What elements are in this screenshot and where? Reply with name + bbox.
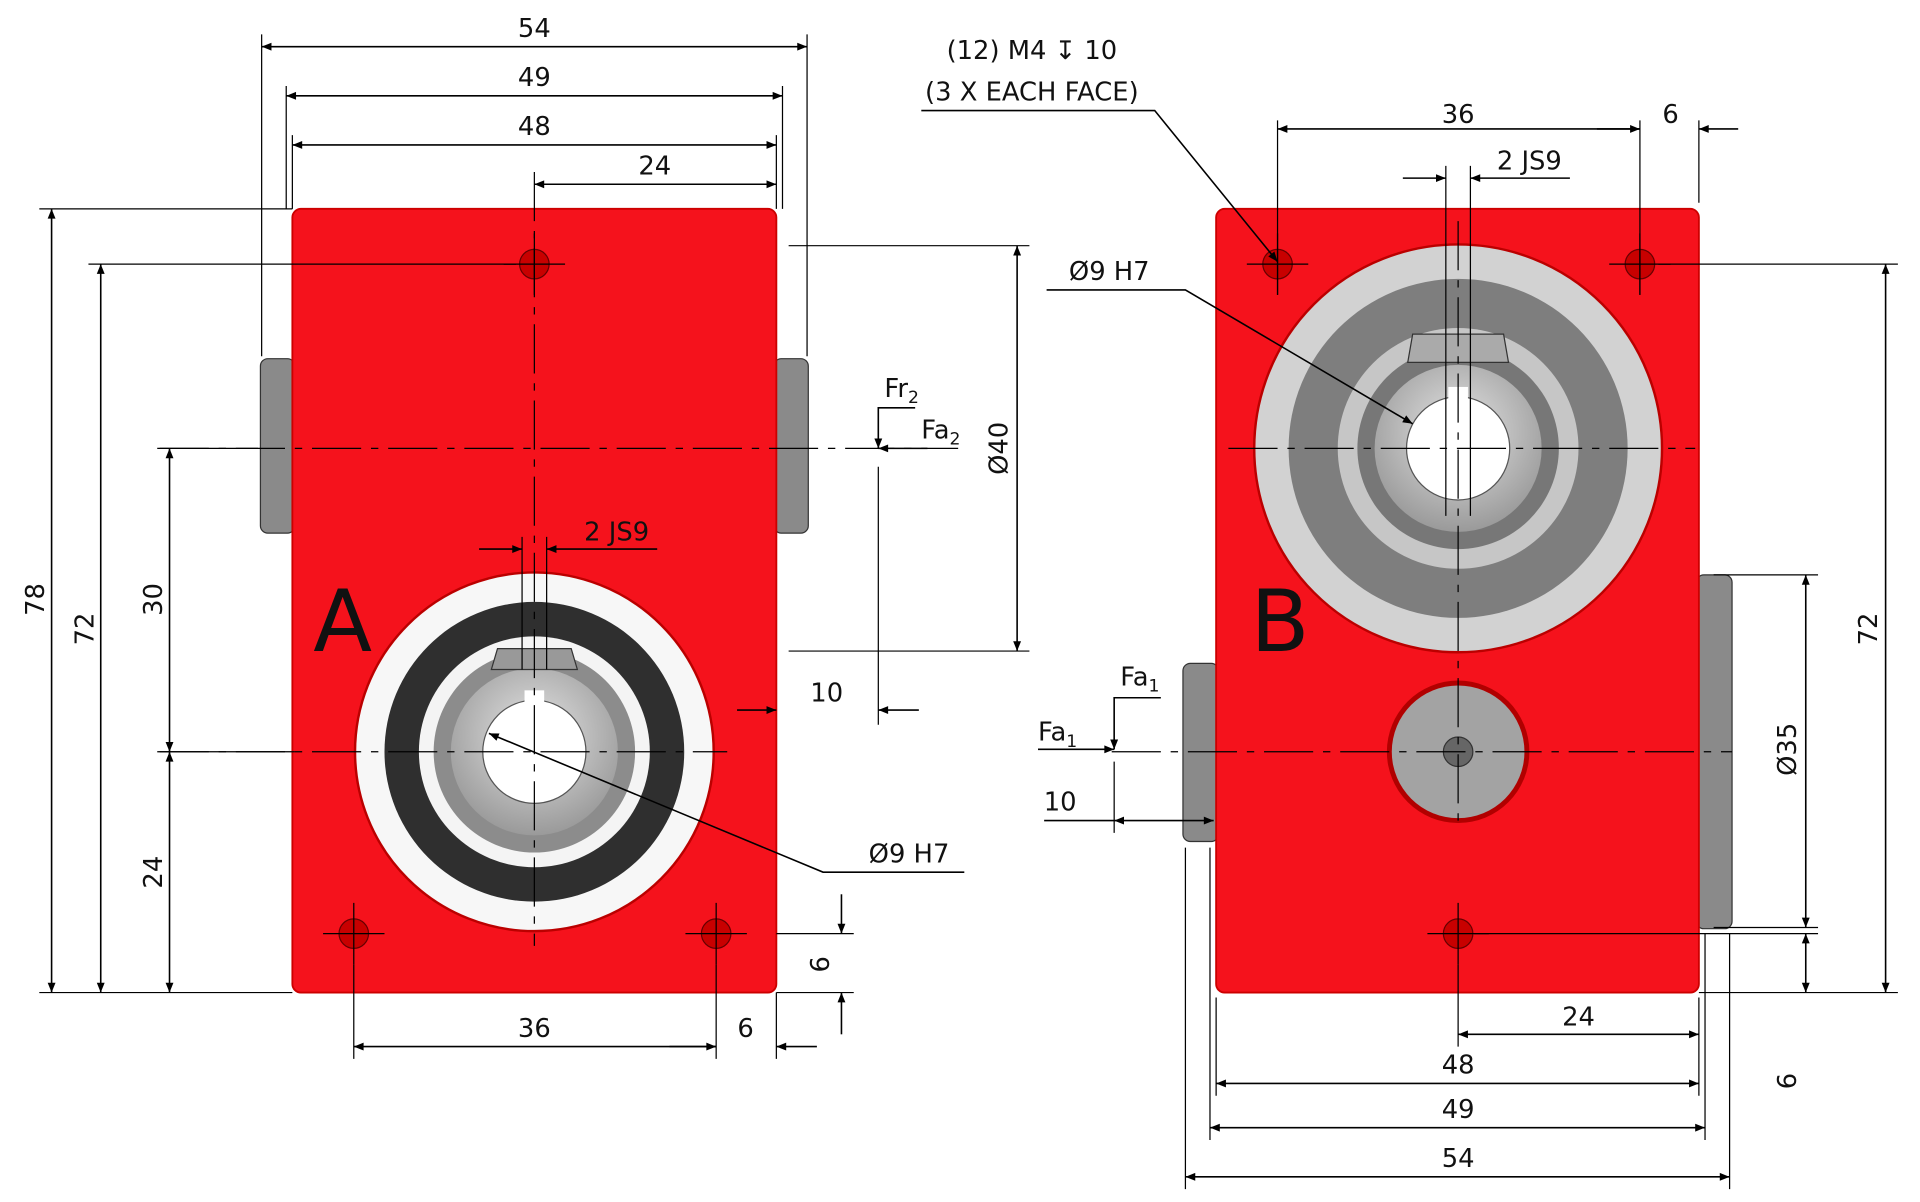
dim-a-49: 49	[518, 63, 551, 93]
view-b: B (12) M4 ↧ 10 (3 X EACH FACE) 36 6 2 JS…	[921, 36, 1898, 1190]
dim-a-48: 48	[518, 112, 551, 142]
force-fr2: Fr2	[884, 374, 918, 408]
dim-a-54: 54	[518, 14, 551, 44]
dim-a-6-vertical: 6	[806, 956, 836, 972]
dim-b-48: 48	[1442, 1051, 1475, 1081]
force-fa1-left: Fa1	[1038, 718, 1077, 752]
view-label-a: A	[313, 572, 372, 672]
right-flange	[773, 358, 809, 534]
dim-b-bore: Ø9 H7	[1069, 257, 1150, 287]
dim-b-pilot-diameter: Ø35	[1773, 723, 1803, 776]
dim-a-bore: Ø9 H7	[869, 839, 950, 869]
dim-b-72: 72	[1854, 613, 1884, 646]
dim-a-72: 72	[70, 613, 100, 646]
dim-a-78: 78	[21, 583, 51, 616]
force-fa1-top: Fa1	[1120, 662, 1159, 696]
dim-b-49: 49	[1442, 1095, 1475, 1125]
force-fa2: Fa2	[921, 416, 960, 450]
thread-note-line1: (12) M4 ↧ 10	[947, 36, 1118, 66]
dim-a-pilot-diameter: Ø40	[984, 422, 1014, 475]
dim-a-keyway: 2 JS9	[584, 518, 649, 548]
left-flange	[259, 358, 296, 534]
dim-b-6: 6	[1662, 100, 1678, 130]
view-label-b: B	[1251, 572, 1310, 672]
view-a: A 54 49 48 24 78 72 30 24 36 6 6 Ø40	[21, 14, 1030, 1059]
dim-b-10: 10	[1044, 788, 1077, 818]
dim-b-keyway: 2 JS9	[1497, 147, 1562, 177]
dim-b-54: 54	[1442, 1144, 1475, 1174]
dim-b-36: 36	[1442, 100, 1475, 130]
dim-a-36: 36	[518, 1014, 551, 1044]
dim-a-30: 30	[139, 583, 169, 616]
dim-a-6: 6	[737, 1014, 753, 1044]
dim-a-10: 10	[810, 678, 843, 708]
dim-a-24: 24	[638, 151, 671, 181]
dim-b-6-vertical: 6	[1773, 1073, 1803, 1089]
dim-b-24: 24	[1562, 1003, 1595, 1033]
thread-note-line2: (3 X EACH FACE)	[925, 78, 1139, 108]
dim-a-24-vertical: 24	[139, 856, 169, 889]
